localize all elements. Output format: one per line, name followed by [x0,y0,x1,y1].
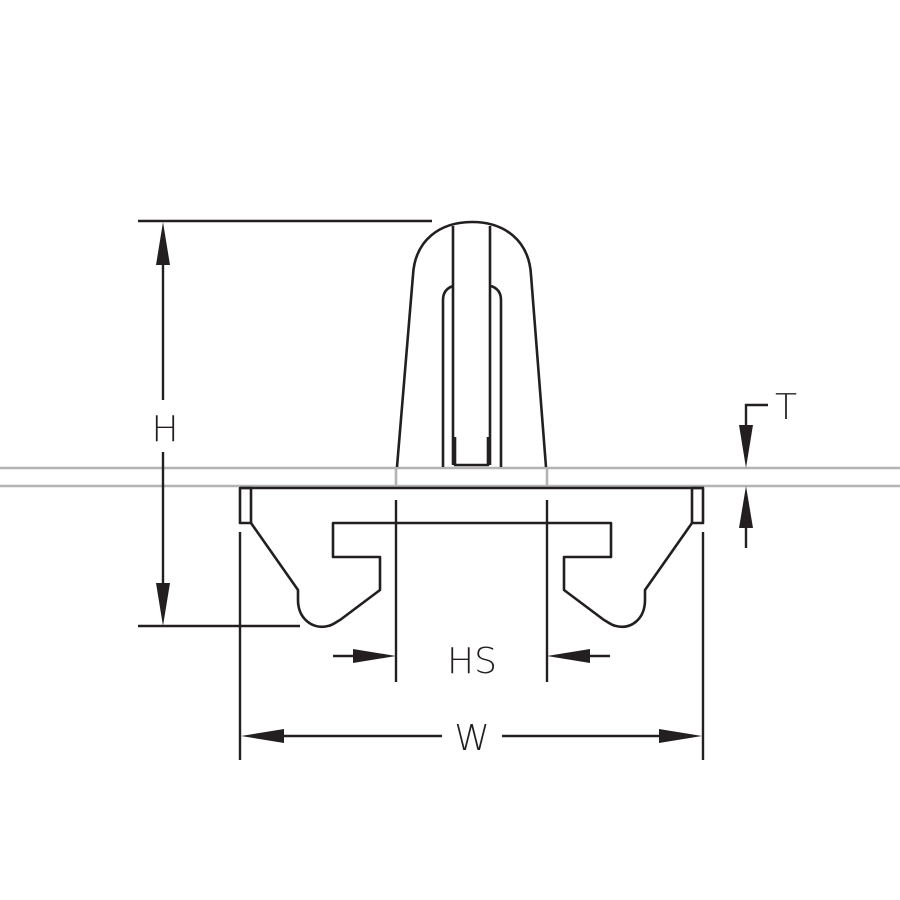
flange [238,486,705,629]
prong [395,220,548,468]
thickness-dimension: T [739,387,797,548]
hole-size-dimension: HS [333,500,610,682]
arrow-left-icon [547,649,590,663]
height-dimension: H [138,219,432,628]
arrow-up-icon [739,486,753,528]
arrow-down-icon [739,425,753,468]
hole-size-label: HS [447,641,497,682]
arrow-down-icon [156,583,170,626]
width-dimension: W [238,532,705,760]
width-label: W [454,718,490,759]
arrow-right-icon [659,729,702,743]
thickness-label: T [775,387,797,428]
height-label: H [151,409,178,450]
arrow-up-icon [156,222,170,265]
arrow-right-icon [353,649,396,663]
arrow-left-icon [241,729,284,743]
panel [0,466,900,488]
